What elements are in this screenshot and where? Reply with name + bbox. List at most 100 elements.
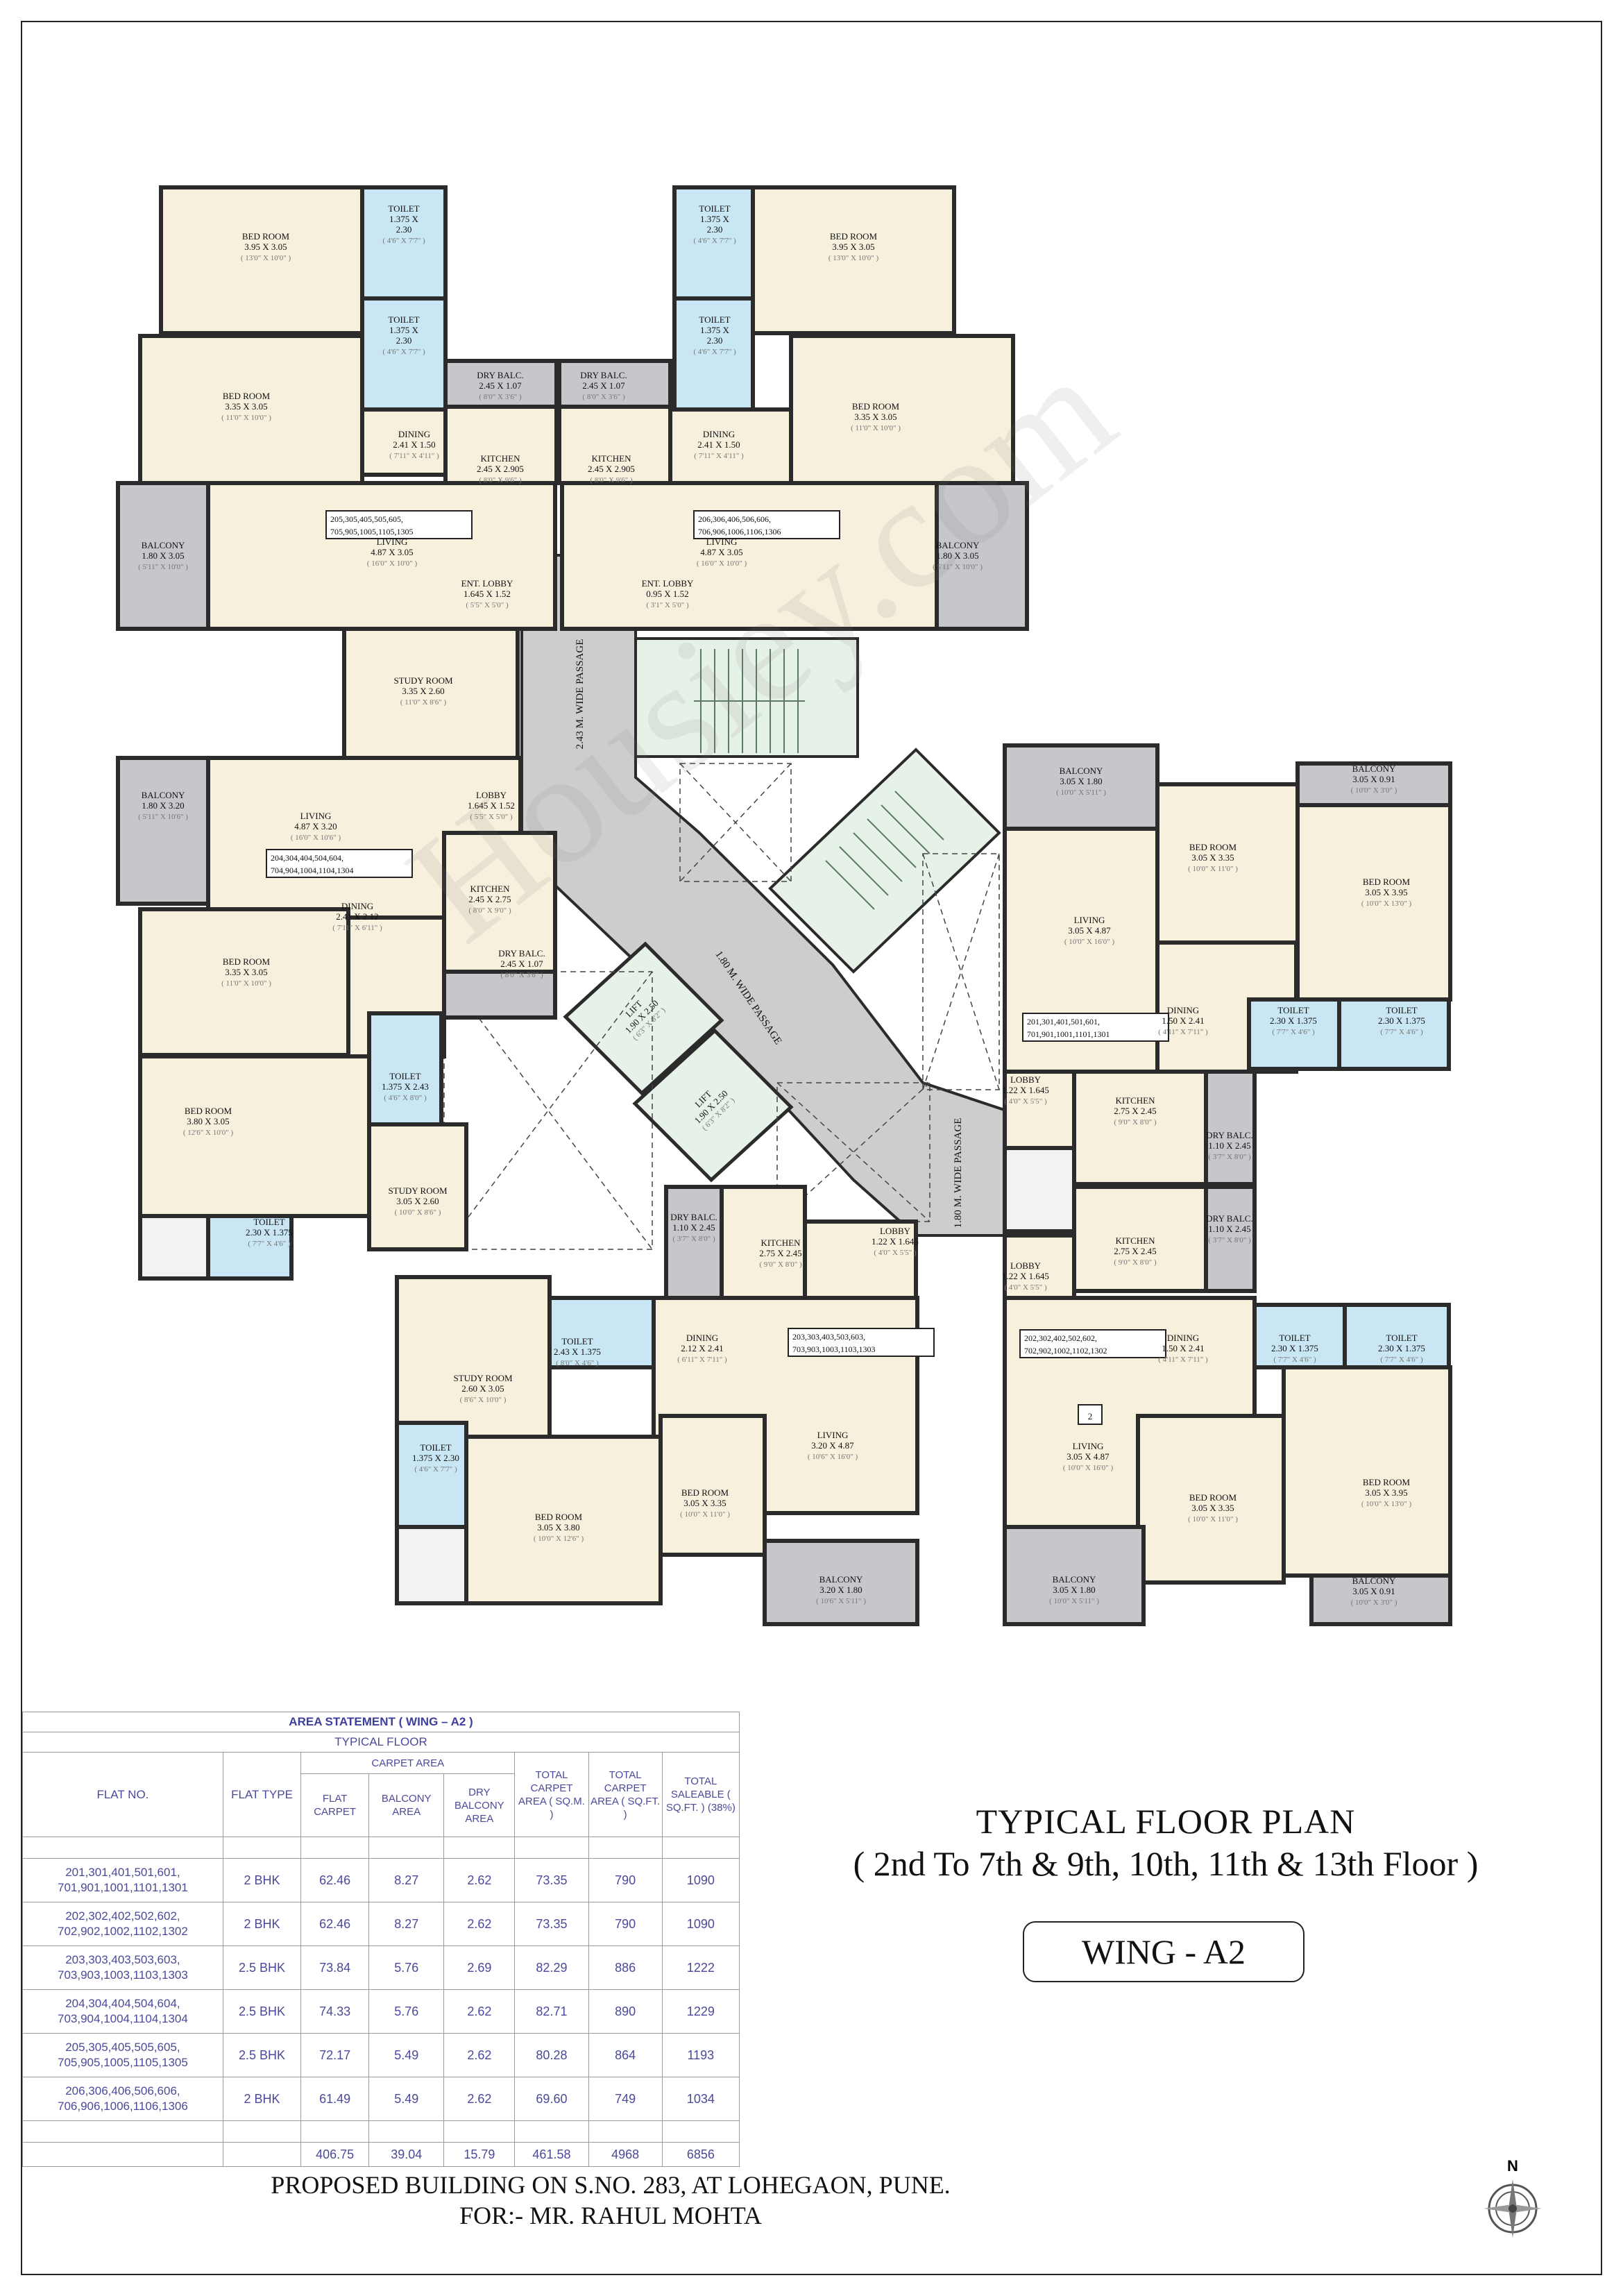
room-name: DINING xyxy=(703,429,735,439)
room-dim-metric: 1.10 X 2.45 xyxy=(672,1222,715,1233)
room-name: TOILET xyxy=(1279,1333,1310,1343)
flat-202 xyxy=(1003,1185,1452,1626)
room-name: LOBBY xyxy=(1010,1260,1042,1271)
room-name: BALCONY xyxy=(936,540,980,550)
total-sqm-cell: 80.28 xyxy=(514,2033,589,2077)
area-statement-title: AREA STATEMENT ( WING – A2 ) xyxy=(22,1712,740,1732)
room-dim-imperial: ( 3'1" X 5'0" ) xyxy=(646,601,689,609)
room-dim-metric: 1.80 X 3.05 xyxy=(936,550,978,561)
stair-treads-top xyxy=(694,649,805,753)
room-name: TOILET xyxy=(699,314,730,325)
stair-treads-diagonal xyxy=(825,791,944,910)
area-statement-subtitle: TYPICAL FLOOR xyxy=(22,1732,740,1753)
room-dim-imperial: ( 6'11" X 7'11" ) xyxy=(677,1356,727,1364)
room-name: STUDY ROOM xyxy=(388,1185,448,1196)
flat-type-cell: 2 BHK xyxy=(222,2077,302,2121)
room-dim-metric: 3.05 X 3.95 xyxy=(1365,1487,1407,1498)
totals-row: 406.75 39.04 15.79 461.58 4968 6856 xyxy=(22,2142,740,2167)
room-name: TOILET xyxy=(388,314,419,325)
flat-202-line1: 202,302,402,502,602, xyxy=(1024,1333,1097,1343)
room-name: DINING xyxy=(1167,1333,1199,1343)
room-dim-imperial: ( 8'0" X 9'6" ) xyxy=(479,476,522,484)
room-dim-metric: 2.45 X 2.905 xyxy=(588,464,635,474)
flat-number-box-204: 204,304,404,504,604, 704,904,1004,1104,1… xyxy=(266,849,413,878)
lift-2 xyxy=(632,1028,794,1183)
total-sqft-cell: 790 xyxy=(588,1902,663,1946)
room-dim-metric: 2.41 X 2.12 xyxy=(336,911,378,922)
room-dim-metric: 2.30 X 1.375 xyxy=(1270,1015,1317,1026)
total-sqft-cell: 864 xyxy=(588,2033,663,2077)
room-name: BED ROOM xyxy=(681,1487,729,1498)
room-dim-imperial: ( 9'0" X 8'0" ) xyxy=(759,1260,802,1269)
room-name: TOILET xyxy=(420,1442,451,1453)
room-name: TOILET xyxy=(253,1217,284,1227)
room-name: TOILET xyxy=(1386,1333,1417,1343)
room-name: KITCHEN xyxy=(1115,1235,1155,1246)
room-name: DINING xyxy=(341,901,373,911)
hdr-carpet-area: CARPET AREA xyxy=(300,1752,516,1774)
room-dim-imperial: ( 10'0" X 5'11" ) xyxy=(1056,788,1106,797)
room-dim-metric: 2.75 X 2.45 xyxy=(1114,1246,1156,1256)
dry-balcony-cell: 2.69 xyxy=(443,1945,516,1990)
flat-no-cell: 203,303,403,503,603,703,903,1003,1103,13… xyxy=(22,1945,223,1990)
room-dim-metric: 1.10 X 2.45 xyxy=(1208,1140,1250,1151)
flat-number-box-201: 201,301,401,501,601, 701,901,1001,1101,1… xyxy=(1022,1013,1169,1042)
room-dim-imperial: ( 7'7" X 4'6" ) xyxy=(1380,1028,1423,1036)
area-row: 205,305,405,505,605,705,905,1005,1105,13… xyxy=(22,2033,740,2077)
flat-no-cell: 202,302,402,502,602,702,902,1002,1102,13… xyxy=(22,1902,223,1946)
flat-number-box-205: 205,305,405,505,605, 705,905,1005,1105,1… xyxy=(325,510,473,539)
room-dim-imperial: ( 9'0" X 8'0" ) xyxy=(1114,1118,1157,1126)
flat-205-line1: 205,305,405,505,605, xyxy=(330,514,403,524)
room-dim-metric: 2.30 X 1.375 xyxy=(1378,1015,1425,1026)
plan-title-block: TYPICAL FLOOR PLAN ( 2nd To 7th & 9th, 1… xyxy=(770,1800,1561,1885)
room-dim-metric: 2.75 X 2.45 xyxy=(759,1248,801,1258)
flat-type-cell: 2 BHK xyxy=(222,1858,302,1902)
room-name: DINING xyxy=(1167,1005,1199,1015)
room-dim-metric: 3.05 X 0.91 xyxy=(1352,774,1395,784)
page-frame xyxy=(21,21,1602,2275)
room-name: LIVING xyxy=(1074,915,1105,925)
room-name: LOBBY xyxy=(880,1226,911,1236)
flat-201-line1: 201,301,401,501,601, xyxy=(1027,1017,1100,1027)
room-name: DRY BALC. xyxy=(477,370,523,380)
room-label-a5: DRY BALC.2.45 X 1.07( 8'0" X 3'6" ) xyxy=(477,370,523,401)
room-dim-metric: 2.41 X 1.50 xyxy=(393,439,435,450)
hdr-total-saleable: TOTAL SALEABLE ( SQ.FT. ) (38%) xyxy=(661,1752,740,1837)
flat-205 xyxy=(116,185,559,763)
room-dim-imperial: ( 3'7" X 8'0" ) xyxy=(672,1235,715,1243)
saleable-cell: 1090 xyxy=(661,1858,740,1902)
room-dim-metric: 2.45 X 2.905 xyxy=(477,464,524,474)
balcony-cell: 5.49 xyxy=(368,2033,445,2077)
total-sqft-cell: 790 xyxy=(588,1858,663,1902)
area-row: 202,302,402,502,602,702,902,1002,1102,13… xyxy=(22,1902,740,1946)
flat-206 xyxy=(557,185,1029,631)
flat-carpet-cell: 74.33 xyxy=(300,1989,370,2034)
hdr-total-carpet-sqm: TOTAL CARPET AREA ( SQ.M. ) xyxy=(514,1752,589,1837)
footer-line2: FOR:- MR. RAHUL MOHTA xyxy=(459,2202,762,2229)
saleable-cell: 1034 xyxy=(661,2077,740,2121)
room-name: BED ROOM xyxy=(830,231,878,242)
flat-type-cell: 2.5 BHK xyxy=(222,1989,302,2034)
compass: N xyxy=(1478,2157,1547,2240)
